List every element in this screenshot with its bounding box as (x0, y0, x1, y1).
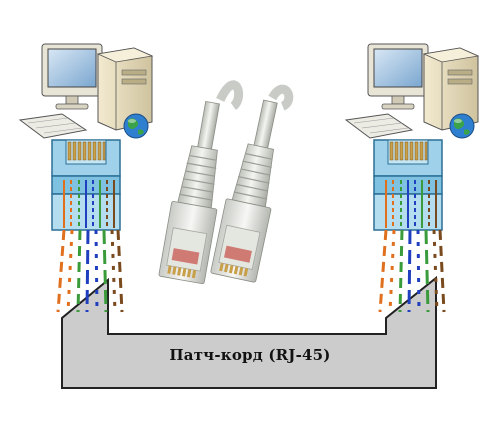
computer-icon (19, 43, 153, 139)
computer-icon (345, 43, 479, 139)
patch-cord-icon (158, 80, 294, 285)
rj45-plug-icon (51, 139, 124, 314)
cable-label: Патч-корд (RJ-45) (169, 346, 331, 364)
